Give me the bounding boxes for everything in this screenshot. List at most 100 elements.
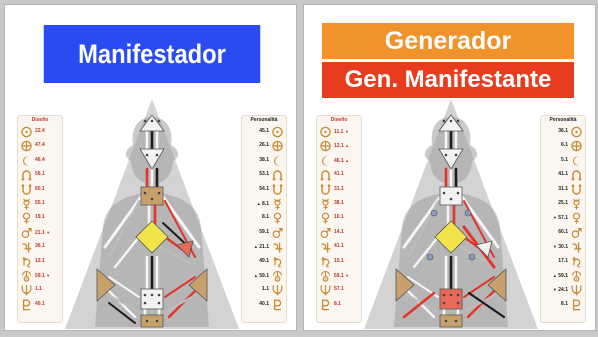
gate-line-value: 24.1 (558, 287, 568, 294)
design-planet-row: 15.1 (317, 255, 361, 269)
personality-planet-row: 5.1 (541, 154, 585, 168)
gate-dot (157, 119, 161, 123)
personality-planet-row: 17.1 (541, 255, 585, 269)
mars-icon (271, 227, 284, 239)
gate-line-value: 14.1 (334, 228, 344, 235)
gate-line-value: 1.1 (35, 286, 42, 293)
design-planet-row: 59.1 ▼ (18, 269, 62, 283)
personality-planet-row: 8.1 (541, 298, 585, 312)
gate-line-value: 8.1 (262, 200, 269, 207)
manifestor-banner: Manifestador (43, 25, 261, 83)
fixing-mark: ▼ (46, 272, 51, 278)
neptune-icon (271, 284, 284, 296)
uranus-icon (20, 270, 33, 282)
design-planet-row: 60.1 (18, 183, 62, 197)
design-planet-row: 56.1 (18, 168, 62, 182)
personality-planet-row: 59.1 (242, 226, 286, 240)
personality-planet-row: 53.1 (242, 168, 286, 182)
gate-line-value: 40.1 (35, 300, 45, 307)
personality-planet-row: 40.1 (242, 298, 286, 312)
design-planet-row: 10.1 (317, 211, 361, 225)
gate-dot (454, 153, 458, 157)
gate-line-value: 59.1 (558, 272, 568, 279)
gate-dot (442, 293, 446, 297)
gate-line-value: 12.1 (35, 257, 45, 264)
gate-line-value: 41.1 (334, 243, 344, 250)
gate-line-value: 56.1 (35, 171, 45, 178)
gate-dot (442, 301, 446, 305)
fixing-mark: ▲ (256, 200, 261, 206)
personality-planet-row: ▲ 8.1 (242, 197, 286, 211)
design-planet-row: 12.1 (18, 255, 62, 269)
personality-planet-row: 31.1 (541, 183, 585, 197)
activation-marker (464, 209, 472, 217)
gate-line-value: 59.1 (35, 272, 45, 279)
gate-line-value: 17.1 (558, 257, 568, 264)
gate-dot (157, 191, 161, 195)
activation-marker (426, 253, 434, 261)
ego-center (475, 240, 493, 258)
root-center (439, 314, 463, 328)
channel-line (402, 291, 436, 319)
gate-line-value: 36.1 (35, 243, 45, 250)
sacral-center (140, 288, 164, 310)
design-planet-row: 21.1 ▼ (18, 226, 62, 240)
venus-icon (20, 212, 33, 224)
pluto-icon (570, 299, 583, 311)
personality-planet-row: 38.1 (242, 154, 286, 168)
personality-planet-row: 25.1 (541, 197, 585, 211)
gate-line-value: 41.1 (558, 171, 568, 178)
gate-line-value: 31.1 (558, 185, 568, 192)
fixing-mark: ▼ (552, 244, 557, 250)
sun-icon (570, 126, 583, 138)
design-planet-row: 38.1 (317, 197, 361, 211)
channel-line (459, 246, 493, 266)
gate-line-value: 8.1 (561, 300, 568, 307)
north-node-icon (20, 169, 33, 181)
fixing-mark: ▼ (552, 287, 557, 293)
design-planet-row: 11.1 ▼ (317, 125, 361, 139)
personality-planet-row: 54.1 (242, 183, 286, 197)
personality-planet-row: ▼ 57.1 (541, 211, 585, 225)
gate-dot (444, 153, 448, 157)
fixing-mark: ▼ (345, 272, 350, 278)
gate-dot (145, 319, 149, 323)
design-planet-row: 14.1 (317, 226, 361, 240)
manifesting-generator-banner: Gen. Manifestante (322, 62, 574, 98)
mercury-icon (570, 198, 583, 210)
gate-line-value: 21.1 (35, 229, 45, 236)
gate-line-value: 25.1 (558, 199, 568, 206)
personality-planet-row: 26.1 (242, 139, 286, 153)
design-planet-row: 8.1 (317, 298, 361, 312)
gate-dot (157, 293, 161, 297)
south-node-icon (319, 183, 332, 196)
solar-plexus-center (487, 268, 507, 302)
design-planet-row: 57.1 (317, 283, 361, 297)
gate-dot (150, 197, 154, 201)
head-center (438, 114, 464, 132)
gate-line-value: 59.1 (334, 272, 344, 279)
neptune-icon (570, 284, 583, 296)
gate-line-value: 26.1 (259, 142, 269, 149)
gate-line-value: 21.1 (259, 244, 269, 251)
mercury-icon (319, 198, 332, 210)
gate-dot (143, 301, 147, 305)
design-planet-row: 59.1 ▼ (317, 269, 361, 283)
channel-line (164, 276, 196, 298)
gate-dot (157, 301, 161, 305)
activation-marker (468, 253, 476, 261)
personality-column-title: Personalità (549, 117, 577, 123)
channel-line (467, 291, 506, 319)
venus-icon (570, 212, 583, 224)
mercury-icon (20, 198, 33, 210)
gate-dot (456, 293, 460, 297)
personality-planet-row: 6.1 (541, 139, 585, 153)
sacral-center (439, 288, 463, 310)
design-planet-row: 41.1 (317, 168, 361, 182)
venus-icon (271, 212, 284, 224)
south-node-icon (570, 183, 583, 196)
design-planet-row: 47.4 (18, 139, 62, 153)
design-planet-row: 41.1 (317, 240, 361, 254)
channel-line (161, 195, 201, 249)
